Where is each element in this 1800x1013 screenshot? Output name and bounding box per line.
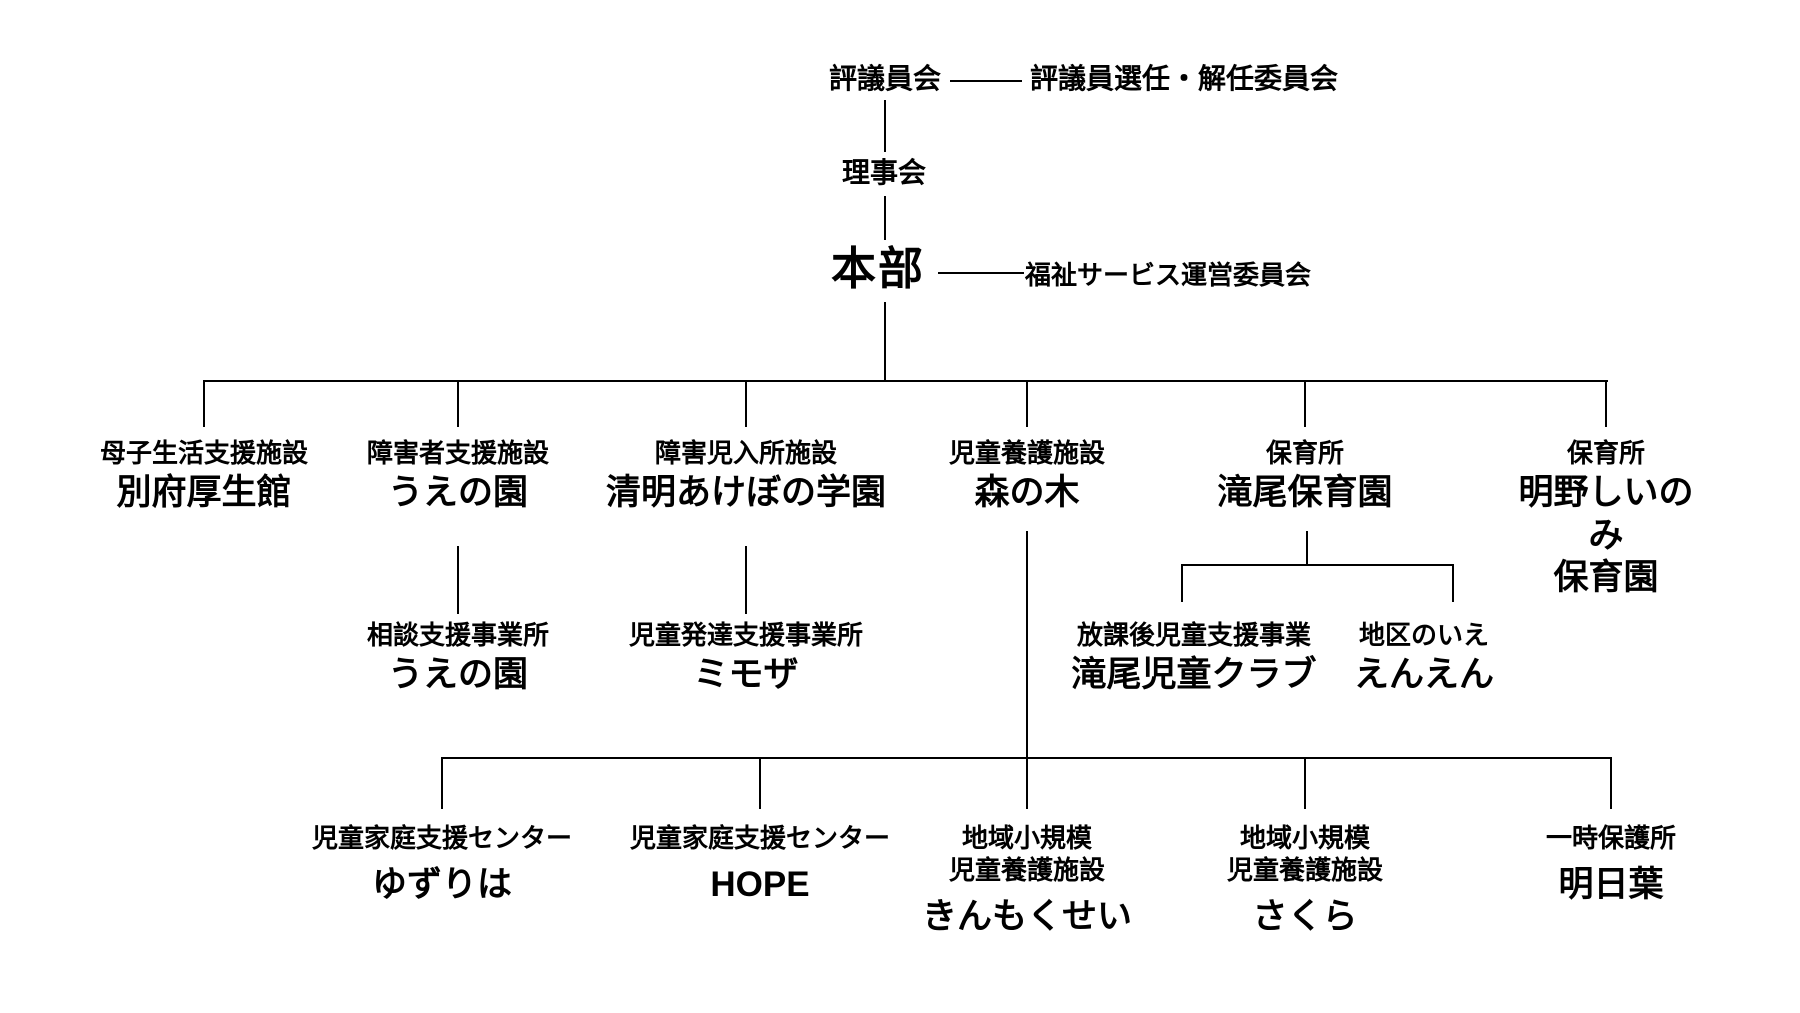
facility-type-label: 相談支援事業所 <box>366 620 550 650</box>
connector-board-hq <box>884 196 886 240</box>
facility-name-label: うえの園 <box>387 473 529 512</box>
connector-ueno-sub <box>457 546 459 614</box>
facility-name-label: 別府厚生館 <box>116 473 292 512</box>
hq-committee-node: 福祉サービス運営委員会 <box>1024 260 1312 290</box>
facility-type-label: 母子生活支援施設 <box>99 438 309 468</box>
facility-branch-line <box>204 380 1608 382</box>
morinoki-branch-line <box>442 757 1612 759</box>
council-committee-node: 評議員選任・解任委員会 <box>1029 63 1339 94</box>
connector-seimei-sub <box>745 546 747 614</box>
facility-type-label: 一時保護所 <box>1545 823 1677 853</box>
facility-name-label: 滝尾児童クラブ <box>1071 655 1317 694</box>
facility-name-label: 森の木 <box>974 473 1080 512</box>
facility-name-label: さくら <box>1252 897 1358 936</box>
facility-name-label: HOPE <box>710 865 810 904</box>
connector-takio-sub <box>1306 531 1308 565</box>
facility-name-label: ゆずりは <box>371 865 513 904</box>
drop-seimei <box>745 380 747 427</box>
drop-befu <box>203 380 205 427</box>
headquarters-node: 本部 <box>830 243 926 294</box>
facility-name-label: 滝尾保育園 <box>1217 473 1393 512</box>
facility-type-label: 障害者支援施設 <box>366 438 550 468</box>
drop-morinoki <box>1026 380 1028 427</box>
drop-yuzuriha <box>441 757 443 809</box>
facility-type-label: 放課後児童支援事業 <box>1076 620 1312 650</box>
takio-branch-line <box>1182 564 1454 566</box>
facility-type-label: 地域小規模 児童養護施設 <box>1226 823 1384 885</box>
drop-hope <box>759 757 761 809</box>
facility-type-label: 保育所 <box>1265 438 1345 468</box>
facility-type-label: 障害児入所施設 <box>654 438 838 468</box>
council-node: 評議員会 <box>828 63 942 94</box>
connector-council-committee <box>950 80 1022 82</box>
drop-asuha <box>1610 757 1612 809</box>
board-node: 理事会 <box>841 157 927 188</box>
connector-council-board <box>884 100 886 152</box>
facility-type-label: 保育所 <box>1566 438 1646 468</box>
facility-name-label: きんもくせい <box>921 897 1133 936</box>
drop-enen <box>1452 564 1454 602</box>
connector-hq-branch <box>884 302 886 382</box>
drop-takio <box>1304 380 1306 427</box>
drop-sakura <box>1304 757 1306 809</box>
facility-type-label: 地区のいえ <box>1358 620 1490 650</box>
facility-name-label: えんえん <box>1353 655 1495 694</box>
connector-morinoki-sub <box>1026 531 1028 809</box>
facility-type-label: 児童発達支援事業所 <box>628 620 864 650</box>
facility-type-label: 児童家庭支援センター <box>629 823 891 853</box>
connector-hq-committee <box>938 272 1024 274</box>
drop-akeno <box>1605 380 1607 427</box>
facility-type-label: 地域小規模 児童養護施設 <box>948 823 1106 885</box>
facility-name-label: ミモザ <box>693 655 799 694</box>
drop-takio-club <box>1181 564 1183 602</box>
facility-name-label: 明日葉 <box>1558 865 1664 904</box>
facility-type-label: 児童家庭支援センター <box>311 823 573 853</box>
facility-name-label: うえの園 <box>387 655 529 694</box>
drop-ueno <box>457 380 459 427</box>
facility-name-label: 清明あけぼの学園 <box>605 473 887 512</box>
facility-type-label: 児童養護施設 <box>948 438 1106 468</box>
facility-name-label: 明野しいのみ 保育園 <box>1518 473 1694 598</box>
